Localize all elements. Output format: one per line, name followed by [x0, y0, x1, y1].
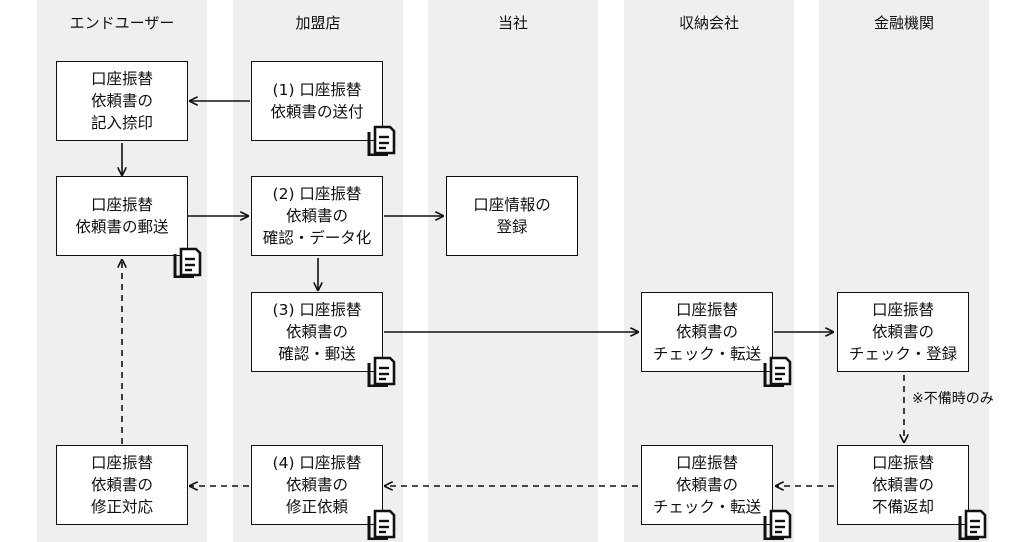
box-line: チェック・転送: [652, 345, 762, 363]
box-line: チェック・登録: [848, 345, 958, 363]
document-icon: [763, 509, 792, 540]
box-line: 口座振替: [871, 301, 934, 319]
box-line: 依頼書の: [675, 476, 738, 494]
box-line: 口座振替: [90, 454, 153, 472]
box-collection-check-return: 口座振替 依頼書の チェック・転送: [641, 445, 773, 525]
box-line: (4) 口座振替: [272, 454, 362, 472]
lane-title-end-user: エンドユーザー: [69, 14, 175, 32]
box-line: 依頼書の郵送: [75, 218, 169, 236]
box-line: 依頼書の: [285, 476, 348, 494]
box-line: 修正対応: [90, 498, 153, 516]
box-line: 修正依頼: [285, 498, 348, 516]
box-line: チェック・転送: [652, 498, 762, 516]
box-line: 依頼書の: [90, 476, 153, 494]
box-line: 口座振替: [675, 301, 738, 319]
box-line: 依頼書の: [871, 323, 934, 341]
box-line: 口座情報の: [473, 196, 551, 214]
box-line: 確認・郵送: [278, 345, 356, 363]
box-line: (3) 口座振替: [272, 301, 362, 319]
lane-title-collection-agency: 収納会社: [678, 14, 739, 32]
box-line: 登録: [496, 218, 528, 236]
box-company-register: 口座情報の 登録: [446, 176, 578, 256]
box-eu-fill-stamp: 口座振替 依頼書の 記入捺印: [56, 61, 188, 141]
box-line: 口座振替: [675, 454, 738, 472]
box-line: 記入捺印: [90, 114, 153, 132]
lane-title-merchant: 加盟店: [295, 14, 341, 32]
box-merchant-correction-request: (4) 口座振替 依頼書の 修正依頼: [251, 445, 383, 525]
document-icon: [367, 356, 396, 387]
document-icon: [367, 509, 396, 540]
lane-title-financial-institution: 金融機関: [873, 14, 934, 32]
box-merchant-verify-digitize: (2) 口座振替 依頼書の 確認・データ化: [251, 176, 383, 256]
box-line: (1) 口座振替: [272, 81, 362, 99]
lane-company: 当社: [428, 0, 598, 542]
box-line: 依頼書の: [871, 476, 934, 494]
box-line: 依頼書の送付: [270, 103, 364, 121]
box-line: 依頼書の: [285, 323, 348, 341]
note-incomplete-only: ※不備時のみ: [912, 391, 994, 407]
box-merchant-verify-mail: (3) 口座振替 依頼書の 確認・郵送: [251, 292, 383, 372]
box-line: 口座振替: [90, 70, 153, 88]
box-line: 口座振替: [871, 454, 934, 472]
box-line: 不備返却: [871, 498, 934, 516]
box-collection-check-forward: 口座振替 依頼書の チェック・転送: [641, 292, 773, 372]
lane-title-company: 当社: [497, 14, 528, 32]
document-icon: [958, 509, 987, 540]
box-line: 依頼書の: [285, 207, 348, 225]
box-line: 依頼書の: [90, 92, 153, 110]
box-line: 依頼書の: [675, 323, 738, 341]
box-line: 口座振替: [90, 196, 153, 214]
document-icon: [763, 356, 792, 387]
box-eu-correction: 口座振替 依頼書の 修正対応: [56, 445, 188, 525]
box-merchant-send: (1) 口座振替 依頼書の送付: [251, 61, 383, 141]
box-fi-check-register: 口座振替 依頼書の チェック・登録: [837, 292, 969, 372]
box-line: (2) 口座振替: [272, 185, 362, 203]
box-line: 確認・データ化: [262, 229, 372, 247]
document-icon: [173, 247, 202, 278]
box-fi-return-incomplete: 口座振替 依頼書の 不備返却: [837, 445, 969, 525]
document-icon: [367, 125, 396, 156]
box-eu-mail: 口座振替 依頼書の郵送: [56, 176, 188, 256]
